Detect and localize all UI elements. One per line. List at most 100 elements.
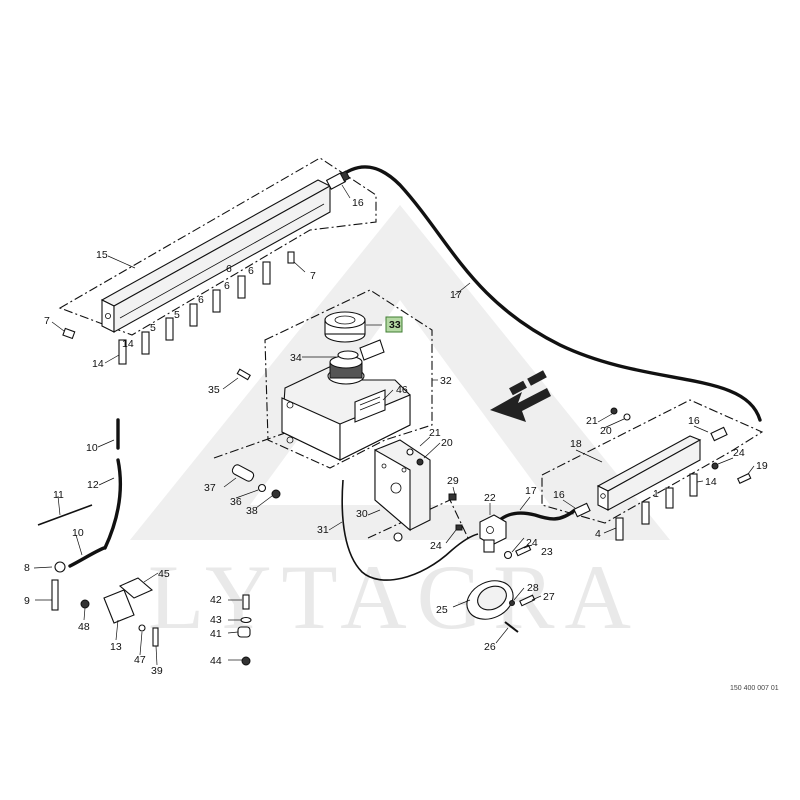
leader-4 — [603, 527, 617, 534]
gauge-face — [477, 585, 507, 611]
label-36: 36 — [230, 496, 242, 508]
arrow-head — [490, 388, 551, 422]
screw-7-top — [287, 251, 295, 264]
label-38: 38 — [246, 505, 258, 517]
label-9: 9 — [24, 595, 30, 607]
plate-line-1 — [359, 396, 381, 406]
left-spray-boom-outline — [58, 157, 377, 336]
fitting-16-right-lower — [573, 502, 591, 518]
leader-30 — [367, 509, 381, 516]
label-23: 23 — [541, 546, 553, 558]
label-8: 8 — [24, 562, 30, 574]
leader-45 — [143, 572, 159, 583]
nut-44 — [241, 656, 251, 666]
leader-39 — [155, 645, 158, 666]
direction-arrow-icon — [490, 370, 551, 422]
leader-38 — [255, 495, 273, 509]
tank-mount-hole-1 — [286, 401, 294, 409]
label-19: 19 — [756, 460, 768, 472]
leader-17b — [519, 496, 531, 511]
label-18: 18 — [570, 438, 582, 450]
clamp-13 — [103, 589, 135, 624]
nozzle-right-1 — [615, 517, 624, 541]
label-10a: 10 — [86, 442, 98, 454]
right-boom-end-hole — [600, 493, 606, 499]
valve-22 — [479, 514, 532, 560]
leader-10a — [97, 439, 115, 448]
nozzle-left-2 — [165, 317, 174, 341]
fitting-16-left — [325, 170, 351, 190]
leader-36 — [235, 489, 259, 499]
label-14c: 14 — [705, 476, 717, 488]
leader-23 — [523, 544, 533, 549]
label-45: 45 — [158, 568, 170, 580]
leader-25 — [452, 599, 471, 608]
nozzle-left-5 — [237, 275, 246, 299]
screw-23 — [515, 544, 532, 557]
leader-19 — [747, 465, 755, 475]
label-24c: 24 — [430, 540, 442, 552]
elbow-8 — [54, 561, 66, 573]
leader-21a — [419, 436, 431, 447]
label-6c: 6 — [248, 265, 254, 277]
pipe-9 — [51, 579, 59, 611]
boom-top-face — [100, 179, 332, 307]
tank-assembly-outline — [264, 289, 433, 469]
leader-14a — [104, 354, 120, 364]
label-33-highlighted[interactable]: 33 — [389, 319, 401, 331]
boom-groove — [119, 203, 325, 319]
bracket-hole-large — [390, 482, 402, 494]
tube-lead-outline — [213, 419, 323, 459]
washer-47 — [138, 624, 146, 632]
label-35: 35 — [208, 384, 220, 396]
tube-37 — [231, 464, 255, 482]
fitting-16-right-upper — [710, 426, 728, 442]
leader-20b — [603, 418, 625, 429]
leader-37 — [223, 477, 237, 488]
right-boom-front — [607, 439, 701, 511]
label-14b: 14 — [122, 338, 134, 350]
leader-29 — [452, 486, 456, 496]
leader-35 — [222, 377, 239, 390]
hose-12 — [103, 458, 122, 550]
leader-lines — [33, 184, 755, 666]
label-46: 46 — [396, 384, 408, 396]
fitting-16-nut — [339, 170, 351, 182]
leader-27 — [531, 595, 542, 601]
right-spray-boom — [573, 407, 752, 541]
label-12: 12 — [87, 479, 99, 491]
leader-31 — [328, 521, 343, 531]
leader-16a — [341, 184, 351, 199]
leader-47 — [139, 631, 143, 656]
watermark-text: LYTAGRA — [148, 546, 641, 648]
arrow-dash-1 — [527, 370, 547, 386]
drawing-code: 150 400 007 01 — [730, 685, 779, 692]
nozzle-left-4 — [212, 289, 221, 313]
screw-35 — [236, 368, 251, 381]
nozzle-14-left — [118, 339, 127, 365]
plate-line-2 — [359, 401, 381, 411]
strainer-34 — [337, 350, 359, 360]
leader-17a — [454, 282, 471, 296]
loose-parts-left — [37, 504, 159, 647]
label-39: 39 — [151, 665, 163, 677]
leader-16b — [562, 499, 576, 509]
tank-assembly — [231, 311, 411, 499]
label-16b: 16 — [553, 489, 565, 501]
bracket-face — [374, 449, 411, 532]
leader-48 — [83, 607, 86, 621]
nut-24-bracket — [455, 524, 463, 531]
label-27: 27 — [543, 591, 555, 603]
tank-cap-33[interactable] — [324, 311, 366, 343]
nut-48 — [80, 599, 90, 609]
label-29: 29 — [447, 475, 459, 487]
nozzle-right-4 — [689, 473, 698, 497]
leader-28 — [513, 587, 525, 601]
arrow-dash-2 — [509, 380, 527, 396]
leader-13 — [115, 619, 119, 641]
label-4: 4 — [595, 528, 601, 540]
boom-front-face — [113, 185, 331, 333]
label-14a: 14 — [92, 358, 104, 370]
bolt-42 — [242, 594, 250, 610]
